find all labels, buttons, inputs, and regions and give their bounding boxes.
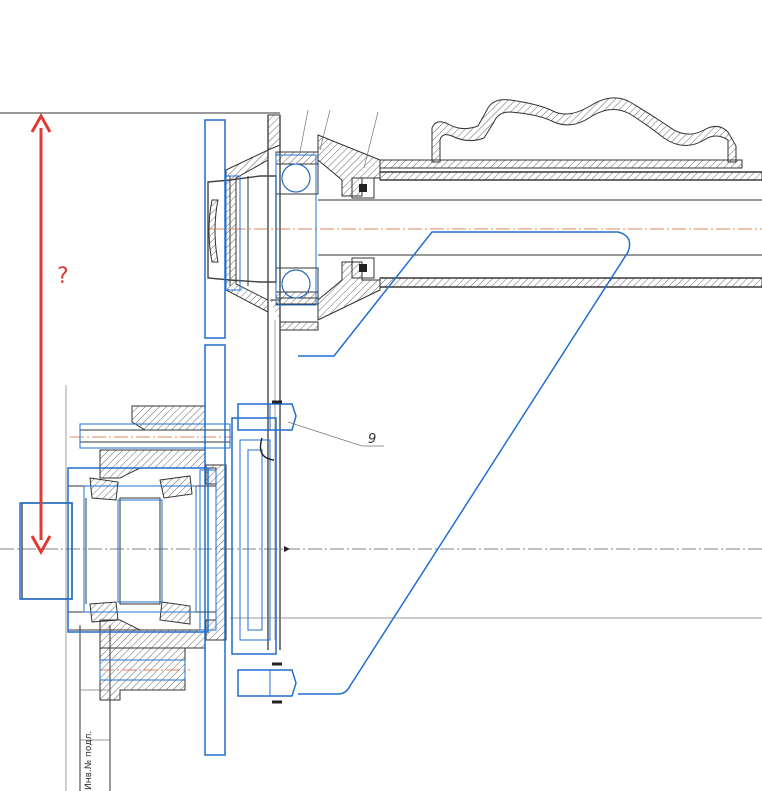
part-callout: 9 bbox=[287, 421, 384, 447]
vertical-strut bbox=[267, 115, 281, 650]
highlight-outline bbox=[19, 119, 631, 756]
upper-axle-assembly bbox=[207, 97, 762, 331]
dimension-arrow: ? bbox=[30, 112, 69, 556]
part-number-label: 9 bbox=[368, 432, 376, 447]
frame-label: Инв.№ подл. bbox=[84, 731, 94, 790]
dimension-label: ? bbox=[57, 264, 69, 289]
lower-hub-assembly bbox=[21, 405, 231, 701]
